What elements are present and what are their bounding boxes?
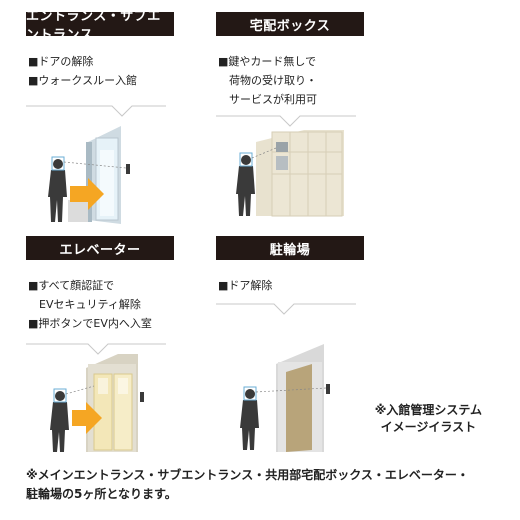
panel-title: エントランス・サブエントランス bbox=[26, 9, 174, 43]
panel-title: エレベーター bbox=[26, 236, 174, 260]
door-glass bbox=[100, 150, 114, 216]
entrance-illustration bbox=[26, 105, 166, 224]
call-button-icon bbox=[140, 392, 144, 402]
feature-item: ■ドアの解除 bbox=[28, 55, 94, 68]
feature-item: サービスが利用可 bbox=[218, 93, 317, 106]
feature-item: ■押ボタンでEV内へ入室 bbox=[28, 317, 152, 330]
person-icon bbox=[240, 389, 259, 450]
panel-elevator: エレベーター ■すべて顔認証で EVセキュリティ解除 ■押ボタンでEV内へ入室 bbox=[26, 236, 266, 466]
face-detect-frame bbox=[51, 156, 65, 171]
panel-title: 駐輪場 bbox=[216, 236, 364, 260]
scan-line bbox=[65, 385, 95, 395]
face-detect-frame bbox=[239, 152, 253, 167]
feature-item: ■鍵やカード無しで bbox=[218, 55, 317, 68]
feature-item: ■ドア解除 bbox=[218, 279, 273, 292]
callout-line bbox=[216, 115, 356, 127]
gate-box bbox=[68, 200, 88, 222]
face-detect-frame bbox=[243, 386, 257, 401]
feature-list: ■ドア解除 bbox=[218, 276, 272, 295]
direction-arrow-icon bbox=[72, 402, 102, 434]
elevator-illustration bbox=[26, 343, 166, 452]
person-icon bbox=[50, 391, 69, 452]
footer-line: 駐輪場の5ヶ所となります。 bbox=[26, 487, 177, 501]
callout-line bbox=[26, 343, 166, 355]
person-icon bbox=[236, 155, 255, 216]
control-panel-icon bbox=[276, 142, 288, 152]
illustration-note: ※入館管理システム イメージイラスト bbox=[375, 402, 482, 436]
note-line: イメージイラスト bbox=[380, 420, 477, 434]
delivery-box-illustration bbox=[216, 115, 356, 217]
feature-item: EVセキュリティ解除 bbox=[28, 298, 141, 311]
face-reader-icon bbox=[326, 384, 330, 394]
footer-note: ※メインエントランス・サブエントランス・共用部宅配ボックス・エレベーター・ 駐輪… bbox=[26, 466, 506, 504]
feature-list: ■すべて顔認証で EVセキュリティ解除 ■押ボタンでEV内へ入室 bbox=[28, 276, 152, 333]
person-icon bbox=[48, 159, 67, 222]
direction-arrow-icon bbox=[70, 178, 104, 210]
panel-title: 宅配ボックス bbox=[216, 12, 364, 36]
callout-line bbox=[26, 105, 166, 117]
footer-line: ※メインエントランス・サブエントランス・共用部宅配ボックス・エレベーター・ bbox=[26, 468, 469, 482]
face-detect-frame bbox=[53, 388, 67, 403]
note-line: ※入館管理システム bbox=[374, 403, 482, 417]
bicycle-parking-illustration bbox=[216, 303, 356, 452]
door-panel bbox=[286, 364, 312, 452]
feature-item: 荷物の受け取り・ bbox=[218, 74, 317, 87]
panel-delivery-box: 宅配ボックス ■鍵やカード無しで 荷物の受け取り・ サービスが利用可 bbox=[216, 12, 456, 242]
feature-list: ■ドアの解除 ■ウォークスルー入館 bbox=[28, 52, 137, 90]
scan-line bbox=[251, 147, 277, 159]
feature-list: ■鍵やカード無しで 荷物の受け取り・ サービスが利用可 bbox=[218, 52, 317, 109]
callout-line bbox=[216, 303, 356, 315]
panel-entrance: エントランス・サブエントランス ■ドアの解除 ■ウォークスルー入館 bbox=[26, 9, 266, 242]
panel-bicycle-parking: 駐輪場 ■ドア解除 bbox=[216, 236, 456, 466]
face-reader-icon bbox=[126, 164, 130, 174]
feature-item: ■すべて顔認証で bbox=[28, 279, 115, 292]
feature-item: ■ウォークスルー入館 bbox=[28, 74, 138, 87]
